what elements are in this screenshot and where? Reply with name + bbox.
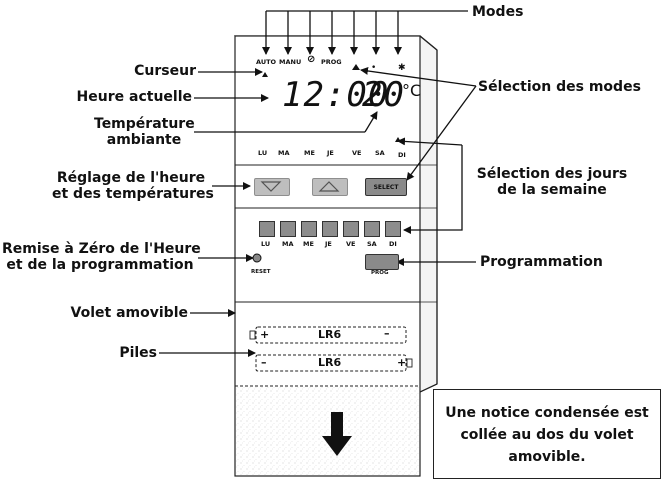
label-temperature-1: Température xyxy=(94,116,195,132)
battery-2 xyxy=(255,354,407,372)
label-piles: Piles xyxy=(119,345,157,361)
label-remise-1: Remise à Zéro de l'Heure xyxy=(2,241,201,257)
mode-off-icon: ⊘ xyxy=(307,54,316,65)
note-line-1: Une notice condensée est xyxy=(445,405,649,421)
cursor-marker xyxy=(262,72,268,77)
select-button-label: SELECT xyxy=(373,183,399,191)
battery-1 xyxy=(255,326,407,344)
lcd-day-je: JE xyxy=(327,149,334,157)
reset-label: RESET xyxy=(251,269,271,275)
select-button[interactable]: SELECT xyxy=(365,178,407,196)
down-button[interactable] xyxy=(254,178,290,196)
lcd-time: 12:00 xyxy=(282,75,390,115)
key-day-di: DI xyxy=(389,240,397,248)
key-sa[interactable] xyxy=(364,221,380,237)
label-selection-jours-1: Sélection des jours xyxy=(476,166,628,182)
note-line-2: collée au dos du volet xyxy=(460,427,634,443)
battery-1-plus: + xyxy=(260,328,270,341)
label-curseur: Curseur xyxy=(134,63,196,79)
lcd-day-lu: LU xyxy=(258,149,268,157)
key-day-je: JE xyxy=(325,240,332,248)
battery-2-label: LR6 xyxy=(318,356,342,369)
label-programmation: Programmation xyxy=(480,254,603,270)
key-day-sa: SA xyxy=(367,240,377,248)
key-ma[interactable] xyxy=(280,221,296,237)
lcd-day-di: DI xyxy=(398,151,406,159)
mode-manu: MANU xyxy=(279,58,302,66)
key-day-me: ME xyxy=(303,240,314,248)
arrow-selection-modes-1 xyxy=(360,67,477,87)
mode-prog: PROG xyxy=(321,58,342,66)
arrow-selection-modes-2 xyxy=(406,85,477,181)
label-remise-2: et de la programmation xyxy=(6,257,194,273)
battery-1-label: LR6 xyxy=(318,328,342,341)
key-je[interactable] xyxy=(322,221,338,237)
note-line-3: amovible. xyxy=(508,449,586,465)
label-selection-jours-2: de la semaine xyxy=(497,182,607,198)
label-temperature-2: ambiante xyxy=(106,132,182,148)
battery-1-minus: – xyxy=(384,327,390,340)
key-lu[interactable] xyxy=(259,221,275,237)
label-reglage-2: et des températures xyxy=(52,186,214,202)
battery-2-plus: + xyxy=(397,356,407,369)
modes-arrows xyxy=(262,10,468,55)
prog-label: PROG xyxy=(371,270,389,276)
arrow-jours-keys xyxy=(403,145,463,234)
label-modes: Modes xyxy=(472,4,524,20)
key-di[interactable] xyxy=(385,221,401,237)
reset-dot xyxy=(252,253,262,263)
up-button[interactable] xyxy=(312,178,348,196)
lcd-day-ma: MA xyxy=(278,149,290,157)
key-day-lu: LU xyxy=(261,240,271,248)
lcd-temp-unit: °C xyxy=(402,81,422,100)
arrow-jours-lcd xyxy=(397,137,463,146)
lcd-day-ve: VE xyxy=(352,149,362,157)
battery-2-minus: – xyxy=(261,356,267,369)
key-day-ma: MA xyxy=(282,240,294,248)
lcd-day-sa: SA xyxy=(375,149,385,157)
key-me[interactable] xyxy=(301,221,317,237)
label-selection-modes: Sélection des modes xyxy=(478,79,641,95)
lcd-day-me: ME xyxy=(304,149,315,157)
device-housing xyxy=(234,35,438,477)
label-reglage-1: Réglage de l'heure xyxy=(56,170,206,186)
svg-text:✱: ✱ xyxy=(398,63,406,73)
key-day-ve: VE xyxy=(346,240,356,248)
svg-text:•: • xyxy=(371,63,376,73)
lcd-temperature: 20 xyxy=(362,75,405,115)
key-ve[interactable] xyxy=(343,221,359,237)
prog-button[interactable] xyxy=(365,254,399,270)
label-volet: Volet amovible xyxy=(70,305,188,321)
down-arrow-icon xyxy=(322,412,352,456)
mode-auto: AUTO xyxy=(256,58,277,66)
note-box: Une notice condensée est collée au dos d… xyxy=(433,389,661,479)
label-heure-actuelle: Heure actuelle xyxy=(76,89,192,105)
